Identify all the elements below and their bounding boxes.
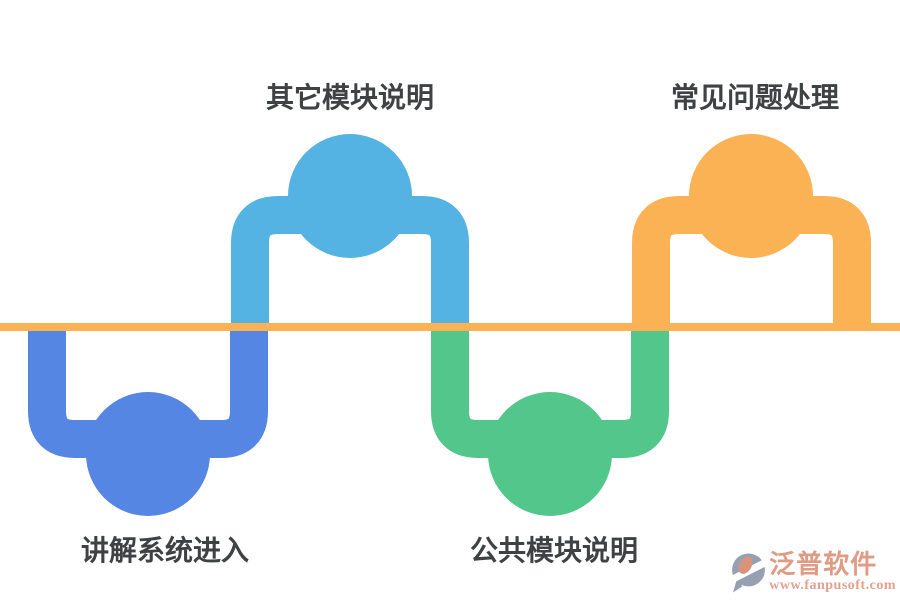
step-2-node bbox=[288, 134, 412, 258]
fanpu-logo-icon bbox=[730, 553, 768, 593]
step-4-node bbox=[689, 134, 813, 258]
brand-url: www.fanpusoft.com bbox=[769, 578, 896, 593]
brand-text-block: 泛普软件 www.fanpusoft.com bbox=[769, 550, 896, 593]
brand-name: 泛普软件 bbox=[769, 549, 878, 579]
step-1-node bbox=[86, 392, 210, 516]
step-3-node bbox=[488, 392, 612, 516]
step-2-label: 其它模块说明 bbox=[265, 82, 435, 113]
step-3-label: 公共模块说明 bbox=[469, 535, 639, 566]
step-1-label: 讲解系统进入 bbox=[80, 535, 250, 566]
step-4-label: 常见问题处理 bbox=[670, 82, 840, 113]
timeline-bar bbox=[0, 323, 900, 331]
brand-watermark: 泛普软件 www.fanpusoft.com bbox=[730, 550, 896, 594]
